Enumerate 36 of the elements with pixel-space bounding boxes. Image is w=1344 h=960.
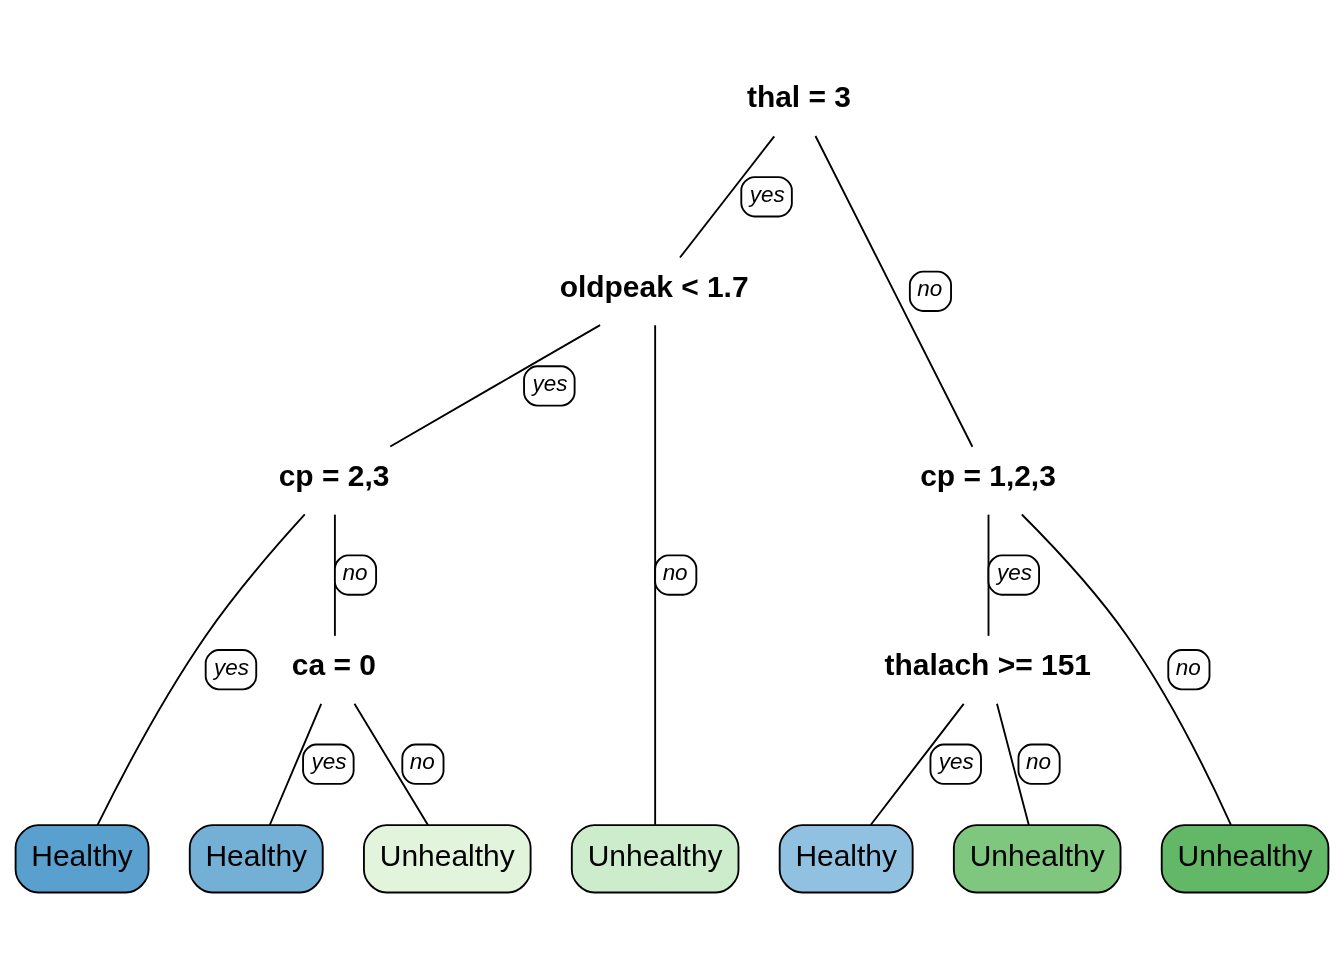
edge-label: yes <box>214 654 250 680</box>
connector <box>996 702 1030 826</box>
node-box: Healthy <box>188 823 324 893</box>
edge-label: yes <box>532 370 568 396</box>
connector <box>353 702 429 826</box>
node-text: oldpeak < 1.7 <box>559 269 749 303</box>
node-box: Unhealthy <box>363 823 532 893</box>
connector <box>679 134 776 258</box>
connector <box>987 513 990 637</box>
node-text: cp = 2,3 <box>278 458 390 492</box>
node-text: cp = 1,2,3 <box>920 458 1056 492</box>
node-box: Unhealthy <box>570 823 740 893</box>
connector <box>96 513 306 826</box>
node-text: thal = 3 <box>746 79 851 113</box>
edge-label: yes <box>996 559 1032 585</box>
edge-label: no <box>662 559 688 585</box>
connector <box>814 134 974 448</box>
node-text: ca = 0 <box>291 647 376 681</box>
connector <box>869 702 965 826</box>
edge-label: no <box>342 559 368 585</box>
node-box: Unhealthy <box>1160 823 1330 893</box>
connector <box>268 702 323 826</box>
node-box: Healthy <box>14 823 150 893</box>
edge-label: yes <box>938 748 974 774</box>
edge-label: no <box>917 275 943 301</box>
node-box: Unhealthy <box>952 823 1122 893</box>
connector <box>389 323 602 447</box>
edge-label: no <box>409 748 435 774</box>
connector <box>654 323 657 826</box>
edge-label: no <box>1025 748 1051 774</box>
node-box: Healthy <box>778 823 914 893</box>
node-text: thalach >= 151 <box>884 647 1092 681</box>
edge-label: yes <box>311 748 347 774</box>
edge-label: no <box>1175 654 1201 680</box>
connector <box>333 513 336 637</box>
edge-label: yes <box>749 181 785 207</box>
